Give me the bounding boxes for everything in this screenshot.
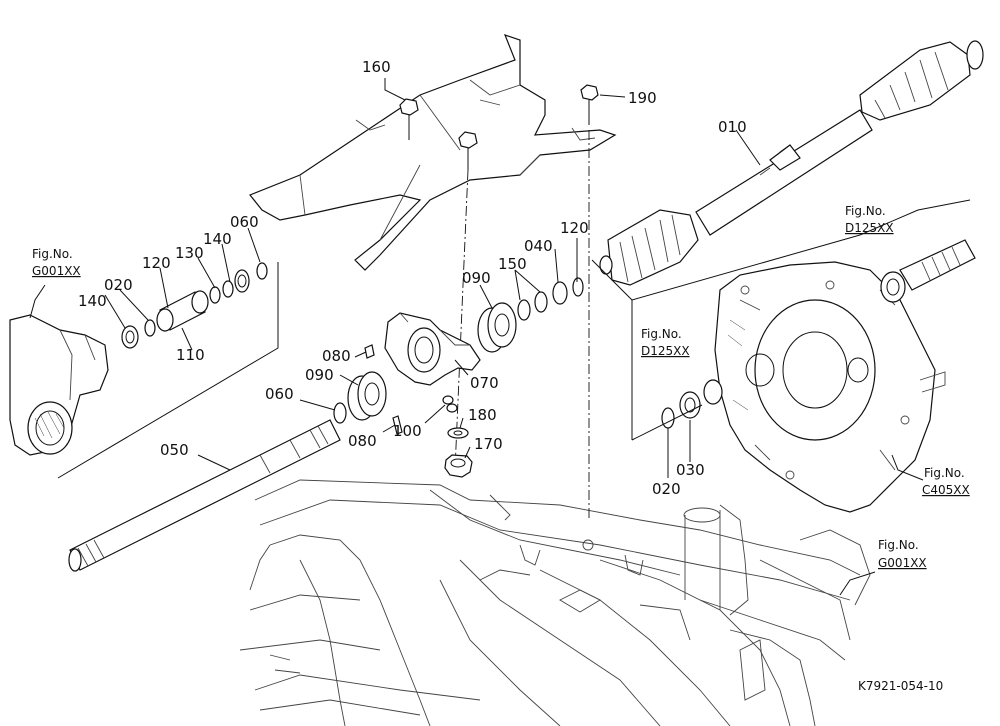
ref-d125-top: D125XX (845, 221, 894, 235)
label-160: 160 (362, 58, 391, 76)
input-shaft-d125 (880, 239, 976, 303)
label-090-right: 090 (462, 269, 491, 287)
seal-rings-right (517, 277, 584, 321)
label-060-mid: 060 (265, 385, 294, 403)
label-030: 030 (676, 461, 705, 479)
left-axle-housing (9, 314, 109, 456)
label-140: 140 (203, 230, 232, 248)
figure-references: Fig.No. G001XX Fig.No. D125XX Fig.No. D1… (32, 204, 970, 570)
ring-060-mid (333, 402, 347, 424)
label-130: 130 (175, 244, 204, 262)
part-labels: 160 190 010 120 040 150 090 070 080 090 … (78, 58, 747, 498)
ref-fig-d125-mid-title: Fig.No. (641, 327, 682, 341)
sleeve-110 (156, 290, 209, 332)
label-110: 110 (176, 346, 205, 364)
label-050: 050 (160, 441, 189, 459)
label-180: 180 (468, 406, 497, 424)
clutch-housing (714, 261, 946, 513)
bearing-090-right (477, 302, 517, 353)
centerline-170 (454, 169, 469, 471)
shaft-050 (68, 419, 341, 572)
label-190: 190 (628, 89, 657, 107)
bolt-190 (580, 84, 599, 125)
label-010: 010 (718, 118, 747, 136)
bearing-090-left (347, 371, 387, 421)
label-100: 100 (393, 422, 422, 440)
chassis-frame (239, 479, 871, 726)
label-150: 150 (498, 255, 527, 273)
bolt-middle (458, 131, 478, 170)
left-rings (121, 262, 268, 349)
ref-fig-d125-top-title: Fig.No. (845, 204, 886, 218)
bolt-left (399, 98, 419, 140)
bracket-160 (249, 34, 617, 271)
label-040: 040 (524, 237, 553, 255)
ref-g001-right: G001XX (878, 556, 927, 570)
label-070: 070 (470, 374, 499, 392)
label-020-left: 020 (104, 276, 133, 294)
leader-lines (29, 78, 971, 596)
ref-c405: C405XX (922, 483, 970, 497)
label-120-right: 120 (560, 219, 589, 237)
label-020-right: 020 (652, 480, 681, 498)
label-080-bottom: 080 (348, 432, 377, 450)
drawing-id: K7921-054-10 (858, 679, 943, 693)
label-080-top: 080 (322, 347, 351, 365)
ref-d125-mid: D125XX (641, 344, 690, 358)
ref-g001-left: G001XX (32, 264, 81, 278)
bearing-housing-070 (384, 312, 481, 386)
label-060-left: 060 (230, 213, 259, 231)
label-090-left: 090 (305, 366, 334, 384)
ref-fig-g001-left-title: Fig.No. (32, 247, 73, 261)
label-170: 170 (474, 435, 503, 453)
label-120-left: 120 (142, 254, 171, 272)
ref-fig-c405-title: Fig.No. (924, 466, 965, 480)
small-parts (364, 344, 473, 478)
drive-shaft-010 (599, 40, 984, 286)
label-140-left: 140 (78, 292, 107, 310)
ref-fig-g001-right-title: Fig.No. (878, 538, 919, 552)
